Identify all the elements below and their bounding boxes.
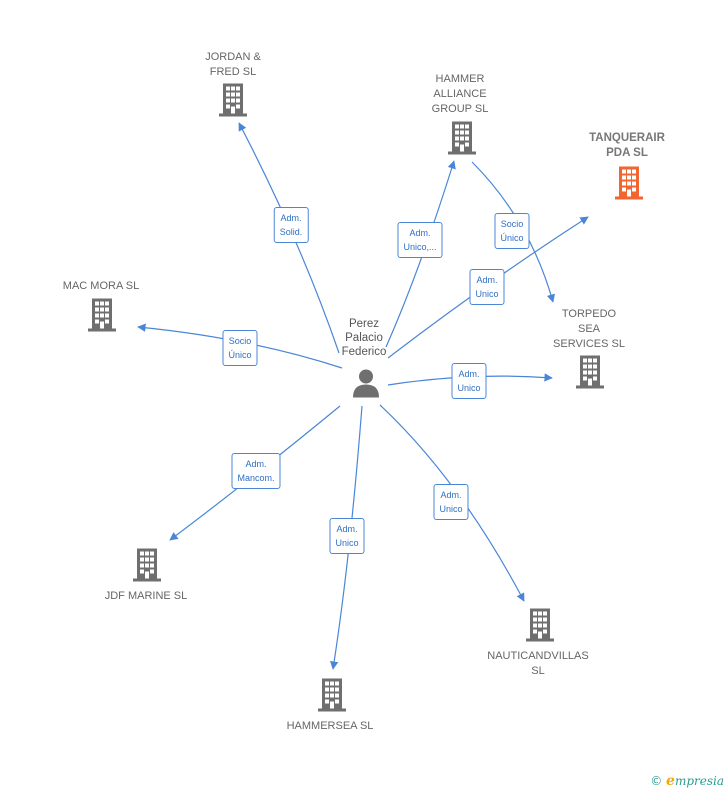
company-label-hammer[interactable]: HAMMER ALLIANCE GROUP SL <box>431 73 489 115</box>
company-label-torpedo[interactable]: TORPEDO SEA SERVICES SL <box>553 308 625 350</box>
building-icon[interactable] <box>219 83 247 122</box>
building-icon[interactable] <box>615 166 643 205</box>
edge-label-hammer[interactable]: Adm. Unico,... <box>397 222 443 258</box>
building-icon[interactable] <box>133 548 161 587</box>
edge-label-tanquerair[interactable]: Adm. Unico <box>469 269 505 305</box>
edge-label-hammer-torpedo[interactable]: Socio Único <box>494 213 530 249</box>
brand-logo-initial: e <box>666 773 675 789</box>
edge-label-nautic[interactable]: Adm. Unico <box>433 484 469 520</box>
edge-label-jdf[interactable]: Adm. Mancom. <box>231 453 281 489</box>
brand-logo-text: mpresia <box>674 774 724 788</box>
footer-brand: © empresia <box>650 773 724 789</box>
edge-label-torpedo[interactable]: Adm. Unico <box>451 363 487 399</box>
building-icon[interactable] <box>318 678 346 717</box>
company-label-jdf[interactable]: JDF MARINE SL <box>104 590 188 602</box>
company-label-nautic[interactable]: NAUTICANDVILLAS SL <box>487 650 589 677</box>
edge-label-macmora[interactable]: Socio Único <box>222 330 258 366</box>
person-icon[interactable] <box>351 368 381 403</box>
building-icon[interactable] <box>526 608 554 647</box>
person-name-label[interactable]: Perez Palacio Federico <box>341 318 387 358</box>
building-icon[interactable] <box>448 121 476 160</box>
edge-label-jordan[interactable]: Adm. Solid. <box>273 207 309 243</box>
edge-line-hammer <box>385 160 456 348</box>
copyright-symbol: © <box>650 774 663 788</box>
company-label-tanquerair[interactable]: TANQUERAIR PDA SL <box>589 132 665 159</box>
company-label-jordan[interactable]: JORDAN & FRED SL <box>205 51 261 78</box>
edge-label-hammersea[interactable]: Adm. Unico <box>329 518 365 554</box>
company-label-hammersea[interactable]: HAMMERSEA SL <box>286 720 374 732</box>
company-label-macmora[interactable]: MAC MORA SL <box>62 280 140 292</box>
building-icon[interactable] <box>576 355 604 394</box>
building-icon[interactable] <box>88 298 116 337</box>
